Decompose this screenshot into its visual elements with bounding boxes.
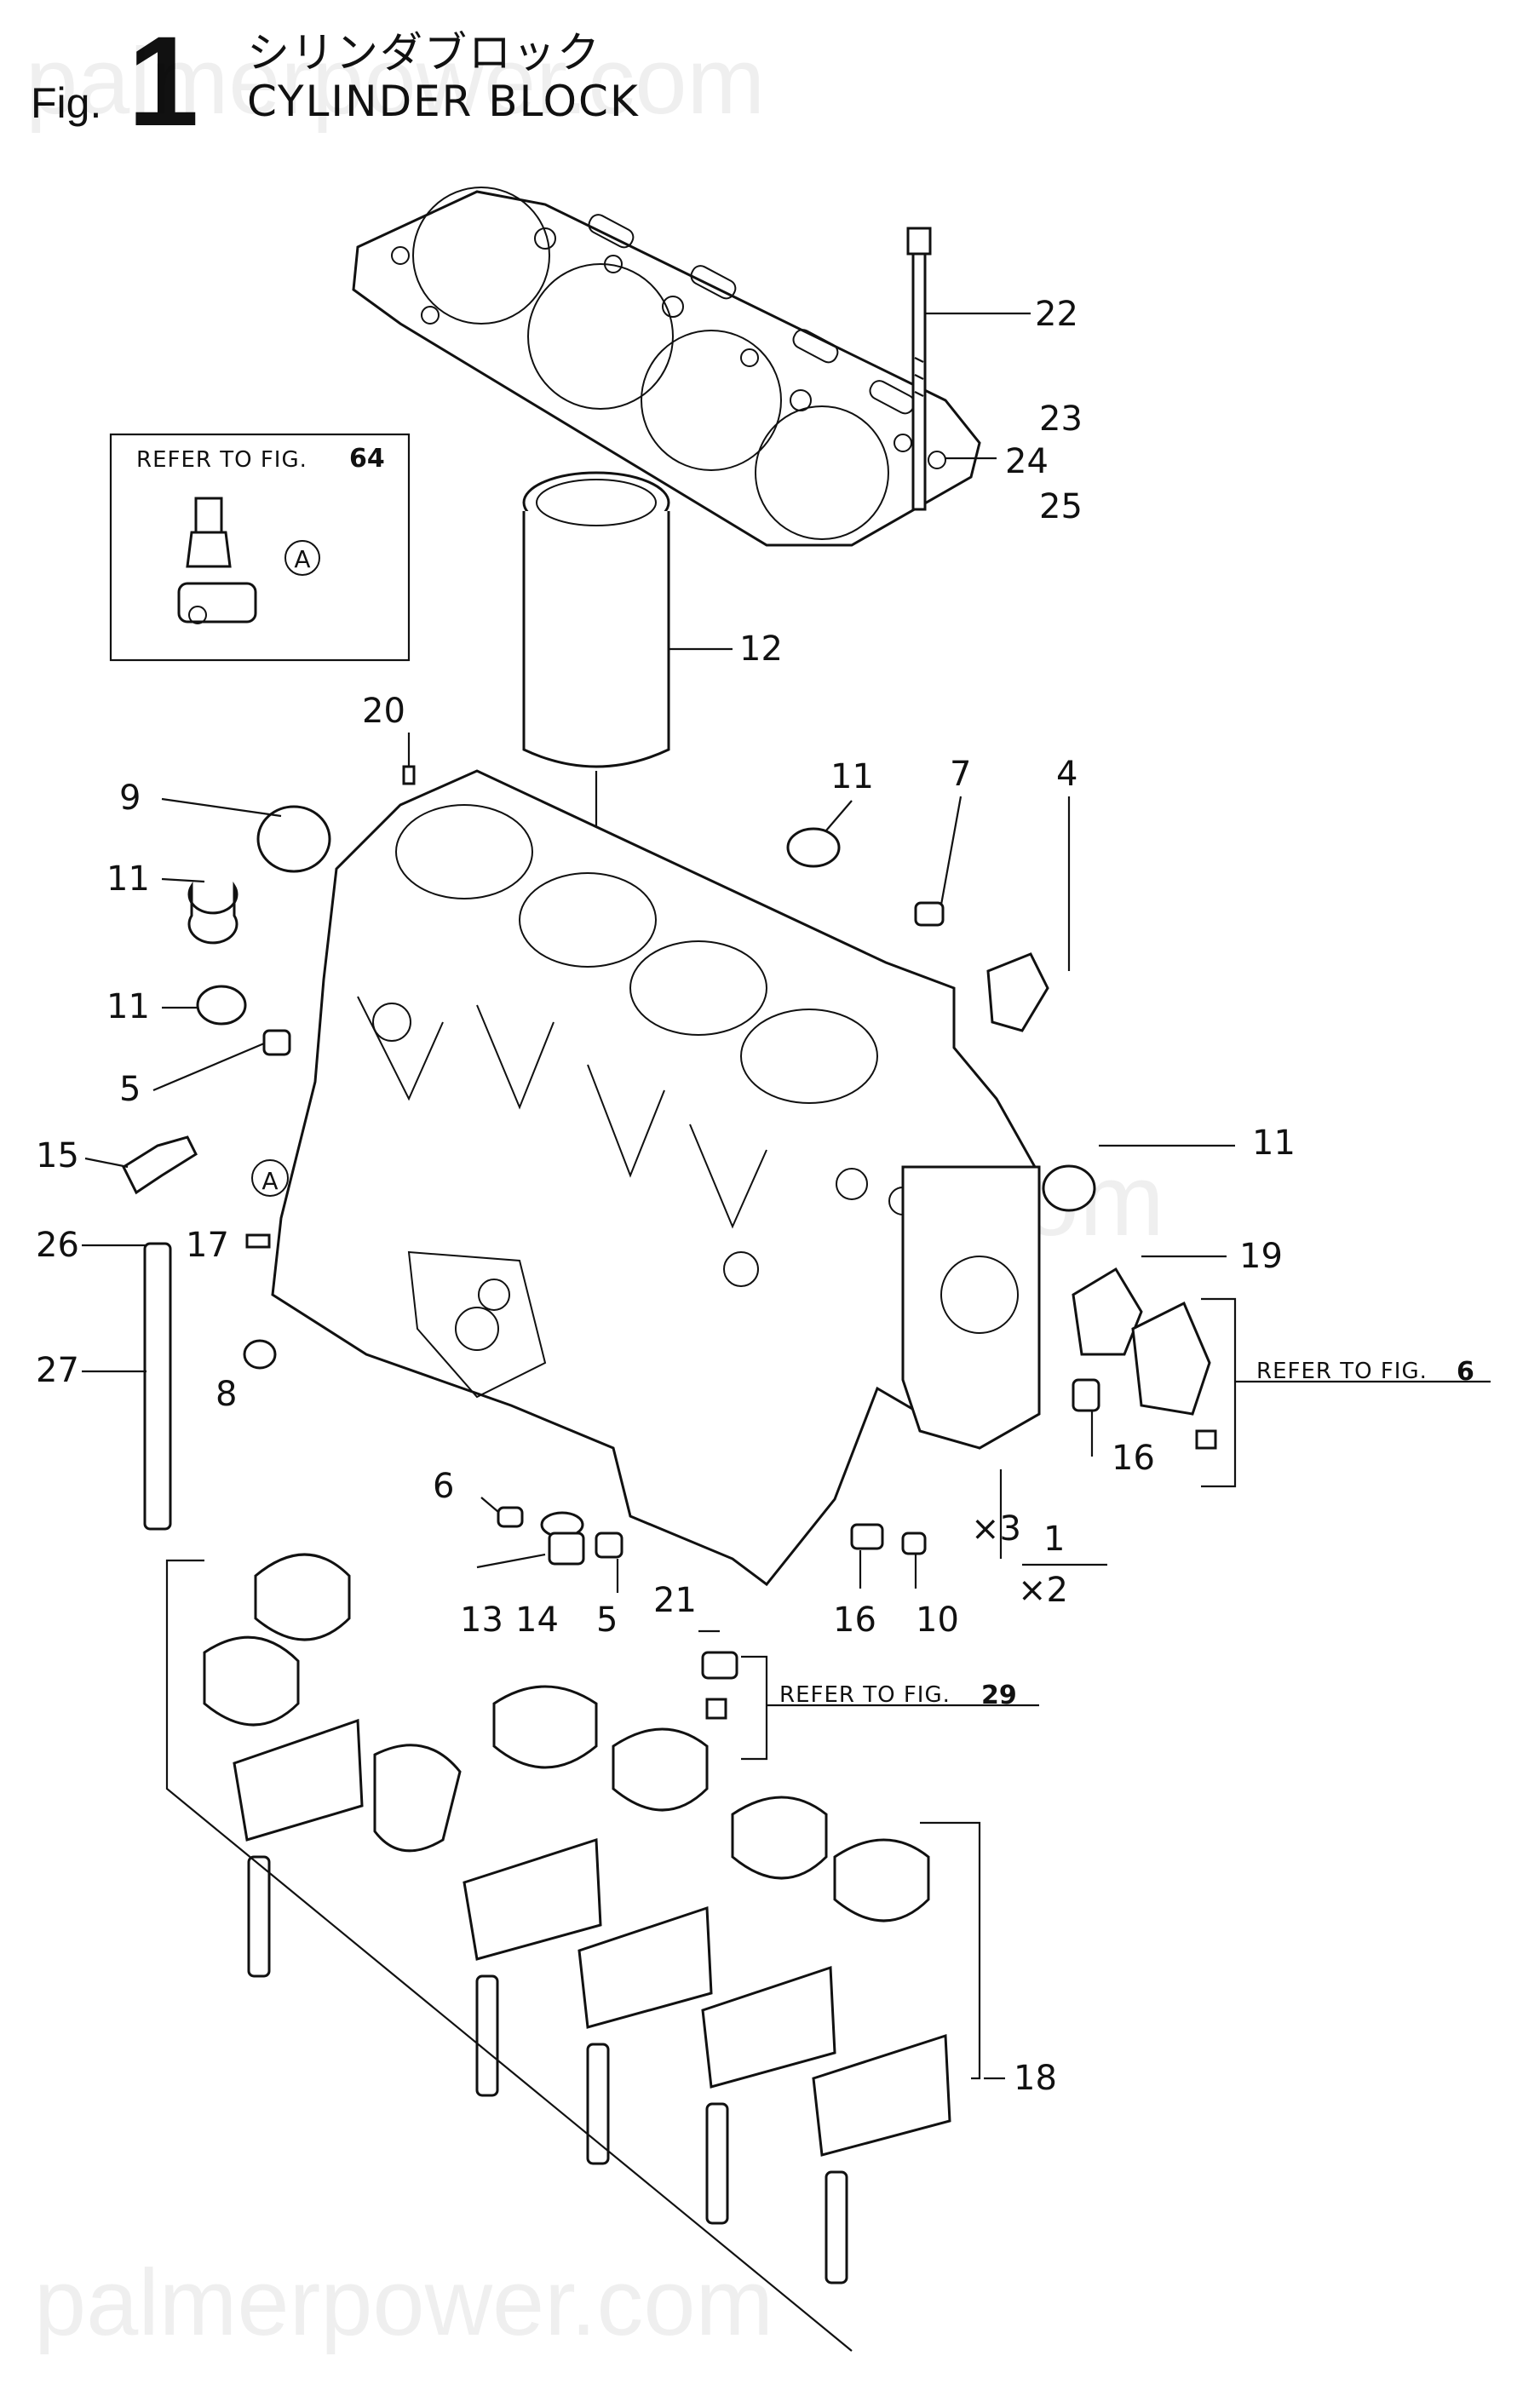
title-english: CYLINDER BLOCK	[247, 77, 640, 126]
callout-11-right: 11	[1252, 1124, 1296, 1163]
callout-27: 27	[36, 1351, 79, 1390]
callout-14: 14	[515, 1601, 559, 1640]
cylinder-block	[271, 769, 1041, 1587]
marker-a: A	[251, 1159, 289, 1197]
callout-17: 17	[186, 1226, 229, 1265]
callout-5-bottom: 5	[596, 1601, 618, 1640]
callout-x3: ×3	[971, 1509, 1021, 1549]
callout-21: 21	[653, 1581, 697, 1620]
watermark-bottom: palmerpower.com	[34, 2250, 774, 2355]
callout-16-right: 16	[1112, 1439, 1155, 1478]
callout-25: 25	[1039, 487, 1083, 526]
callout-16-bottom: 16	[833, 1601, 876, 1640]
callout-15: 15	[36, 1136, 79, 1175]
callout-6: 6	[433, 1467, 454, 1506]
refer-fig29-bracket	[741, 1655, 1039, 1761]
refer-fig29-number: 29	[981, 1681, 1017, 1710]
callout-11-left-top: 11	[106, 859, 150, 899]
callout-7: 7	[950, 755, 971, 794]
callout-4: 4	[1056, 755, 1077, 794]
callout-18: 18	[1014, 2059, 1057, 2098]
callout-9: 9	[119, 779, 141, 818]
callout-10: 10	[916, 1601, 959, 1640]
refer-fig6-text: REFER TO FIG.	[1256, 1359, 1428, 1384]
callout-20: 20	[362, 692, 405, 731]
callout-5-left: 5	[119, 1070, 141, 1109]
head-gasket	[352, 187, 981, 547]
callout-12: 12	[739, 629, 783, 669]
inset-refer-text: REFER TO FIG.	[136, 447, 307, 473]
callout-19: 19	[1239, 1237, 1283, 1276]
callout-numbers: 22 23 24 25 12 20 9 11 11 11 11 7 4 5 15…	[36, 295, 1296, 2098]
figure-label: Fig.	[31, 79, 102, 127]
inset-refer-fig: 64	[349, 444, 385, 474]
refer-fig6-number: 6	[1457, 1357, 1474, 1387]
watermark-top: palmerpower.com	[26, 29, 766, 134]
small-parts	[122, 765, 1217, 1720]
callout-26: 26	[36, 1226, 79, 1265]
callout-11-top-right: 11	[830, 757, 874, 796]
inset-sender-box	[109, 433, 411, 662]
refer-fig29-text: REFER TO FIG.	[779, 1682, 951, 1708]
head-bolt	[906, 227, 932, 511]
figure-header: Fig. 1 シリンダブロック CYLINDER BLOCK	[0, 0, 1540, 170]
figure-number: 1	[128, 9, 199, 152]
leader-lines	[82, 312, 1235, 2080]
callout-23: 23	[1039, 399, 1083, 439]
callout-24: 24	[1005, 442, 1049, 481]
callout-13: 13	[460, 1601, 503, 1640]
refer-fig6-bracket	[1201, 1297, 1491, 1488]
cylinder-liner	[522, 471, 670, 1235]
callout-22: 22	[1035, 295, 1078, 334]
callout-8: 8	[215, 1375, 237, 1414]
main-bearings-caps	[165, 1553, 981, 2352]
inset-marker-a: A	[294, 545, 310, 573]
callout-x2: ×2	[1018, 1571, 1068, 1610]
callout-11-left-mid: 11	[106, 987, 150, 1026]
callout-1: 1	[1043, 1520, 1065, 1559]
marker-a-label: A	[261, 1167, 278, 1195]
title-japanese: シリンダブロック	[247, 28, 601, 78]
